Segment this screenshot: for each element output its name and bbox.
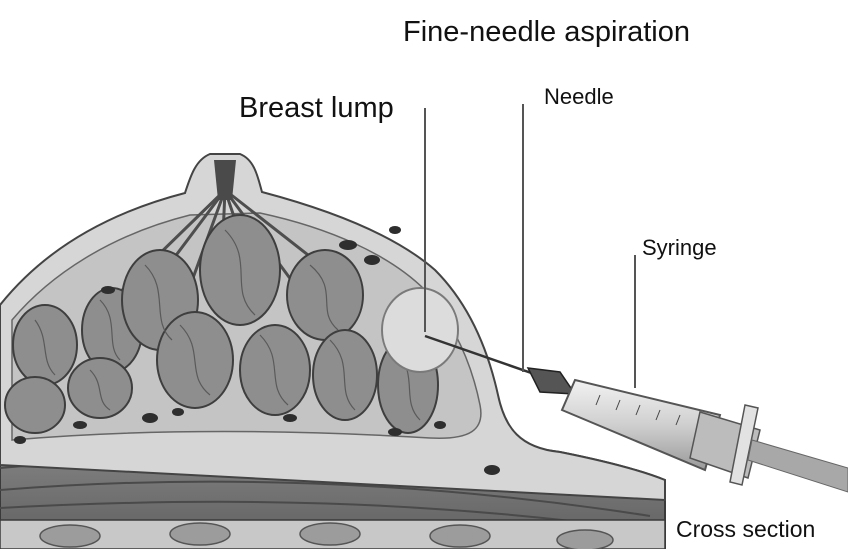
cross-section-label: Cross section <box>676 518 815 541</box>
breast-lump <box>382 288 458 372</box>
breast-lump-label: Breast lump <box>239 94 394 123</box>
diagram-title: Fine-needle aspiration <box>403 18 690 47</box>
syringe-label: Syringe <box>642 237 717 259</box>
needle-hub <box>528 368 575 394</box>
needle-label: Needle <box>544 86 614 108</box>
plunger-rod <box>748 440 848 492</box>
